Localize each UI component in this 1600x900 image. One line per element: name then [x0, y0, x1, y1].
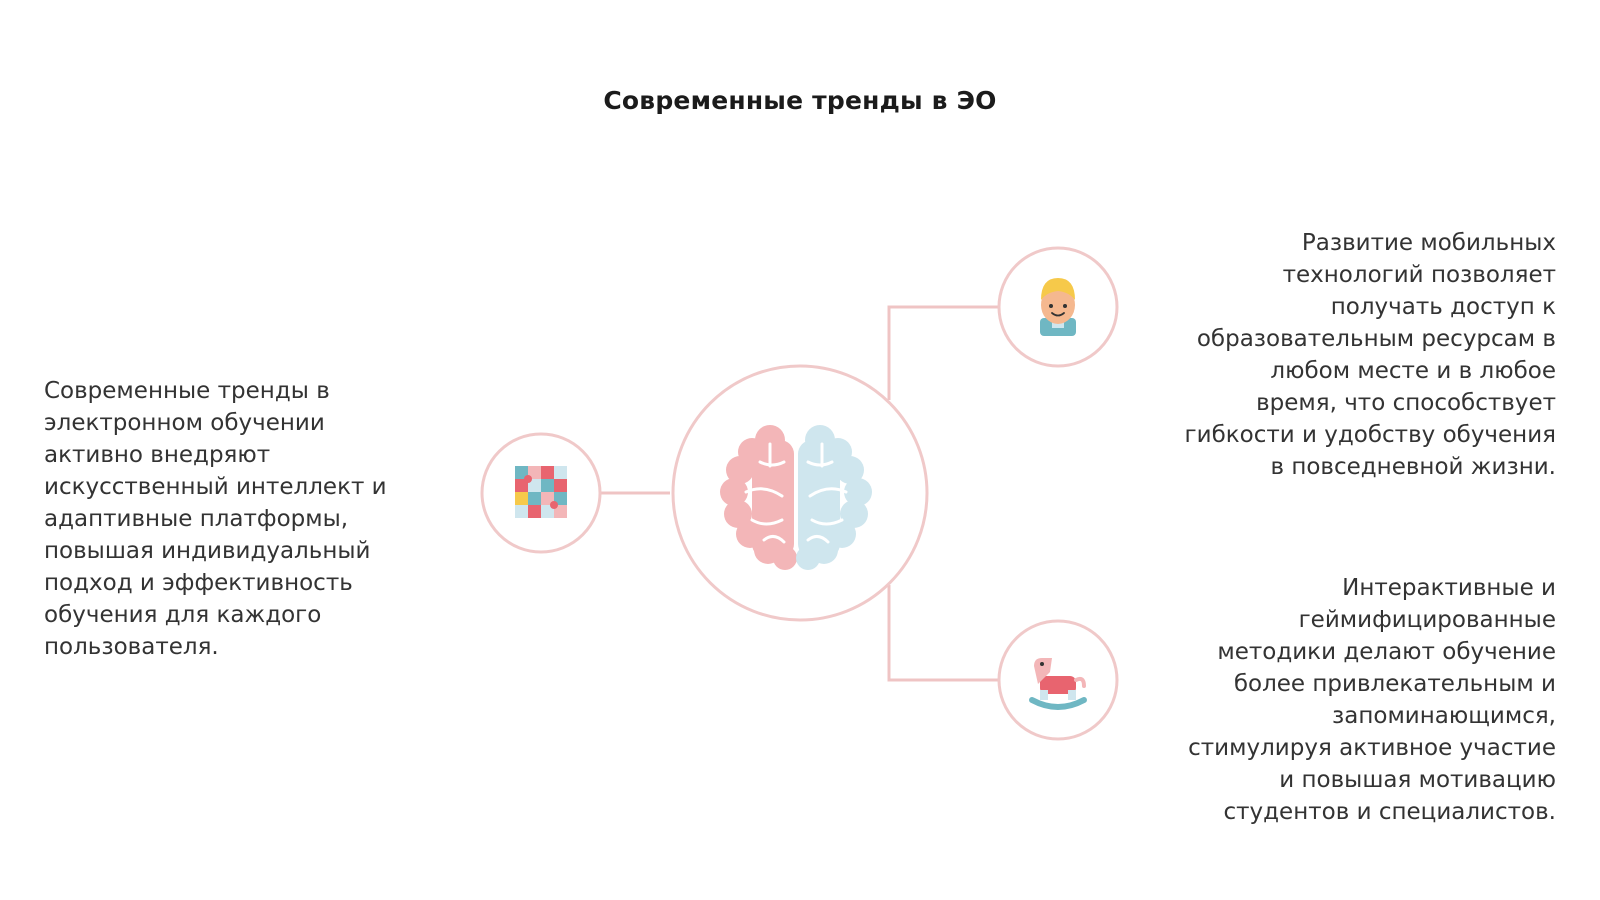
brain-icon	[720, 425, 872, 570]
left-description: Современные тренды в электронном обучени…	[44, 378, 387, 660]
center-node	[671, 364, 929, 622]
rocking-horse-icon	[1029, 658, 1087, 710]
page-title: Современные тренды в ЭО	[603, 86, 997, 115]
puzzle-icon	[515, 466, 567, 518]
top-right-description: Развитие мобильных технологий позволяет …	[1184, 230, 1556, 480]
top-right-node	[997, 246, 1119, 368]
connector-top-right	[887, 305, 998, 400]
bottom-right-node	[997, 619, 1119, 741]
connectors	[600, 305, 998, 682]
bottom-right-description: Интерактивные и геймифицированные методи…	[1188, 575, 1556, 825]
student-face-icon	[1040, 278, 1076, 336]
left-node	[480, 432, 602, 554]
connector-bottom-right	[887, 585, 998, 682]
